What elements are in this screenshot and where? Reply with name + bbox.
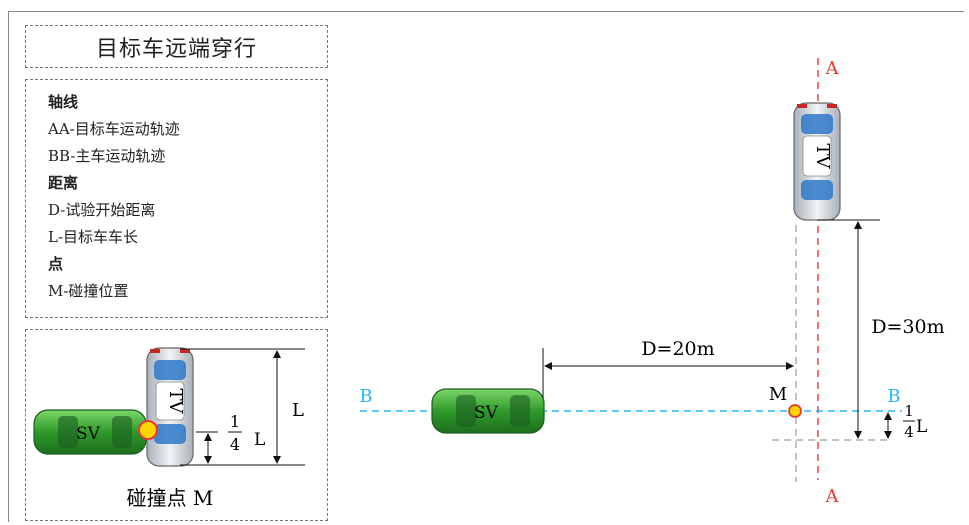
axis-b-right-label: B <box>887 386 900 407</box>
legend-heading-distance: 距离 <box>48 174 79 192</box>
legend-heading-axis: 轴线 <box>48 93 79 111</box>
d30-label: D=30m <box>871 316 944 338</box>
detail-tv-car <box>146 347 194 467</box>
diagram-title: 目标车远端穿行 <box>25 25 328 68</box>
diagram-frame <box>8 11 964 522</box>
detail-sv-car <box>33 409 147 455</box>
d20-label: D=20m <box>641 338 714 360</box>
sv-car <box>431 388 545 434</box>
legend-panel: 轴线 AA-目标车运动轨迹 BB-主车运动轨迹 距离 D-试验开始距离 L-目标… <box>25 79 328 318</box>
collision-point-label: M <box>769 384 787 405</box>
detail-caption: 碰撞点 M <box>127 486 214 510</box>
collision-point <box>788 404 802 418</box>
detail-quarter-suffix: L <box>254 430 265 450</box>
axis-b-left-label: B <box>359 386 372 407</box>
tv-car <box>793 102 841 221</box>
legend-item-bb: BB-主车运动轨迹 <box>48 147 166 165</box>
quarter-num: 1 <box>904 402 914 420</box>
tv-label: TV <box>812 143 833 169</box>
detail-quarter-den: 4 <box>230 435 240 454</box>
quarter-suffix: L <box>916 417 927 437</box>
detail-quarter-num: 1 <box>230 412 240 431</box>
axis-a-bottom-label: A <box>825 486 840 507</box>
collision-detail-panel <box>25 329 328 521</box>
axis-a-top-label: A <box>825 58 840 79</box>
legend-item-l: L-目标车车长 <box>48 228 139 246</box>
sv-label: SV <box>474 403 499 423</box>
legend-item-aa: AA-目标车运动轨迹 <box>48 120 180 138</box>
detail-tv-label: TV <box>165 388 186 414</box>
detail-collision-point <box>138 420 158 440</box>
legend-heading-point: 点 <box>48 255 64 273</box>
detail-l-label: L <box>292 400 304 421</box>
legend-item-m: M-碰撞位置 <box>48 282 129 300</box>
quarter-den: 4 <box>904 423 914 441</box>
legend-item-d: D-试验开始距离 <box>48 201 156 219</box>
detail-sv-label: SV <box>76 424 101 444</box>
